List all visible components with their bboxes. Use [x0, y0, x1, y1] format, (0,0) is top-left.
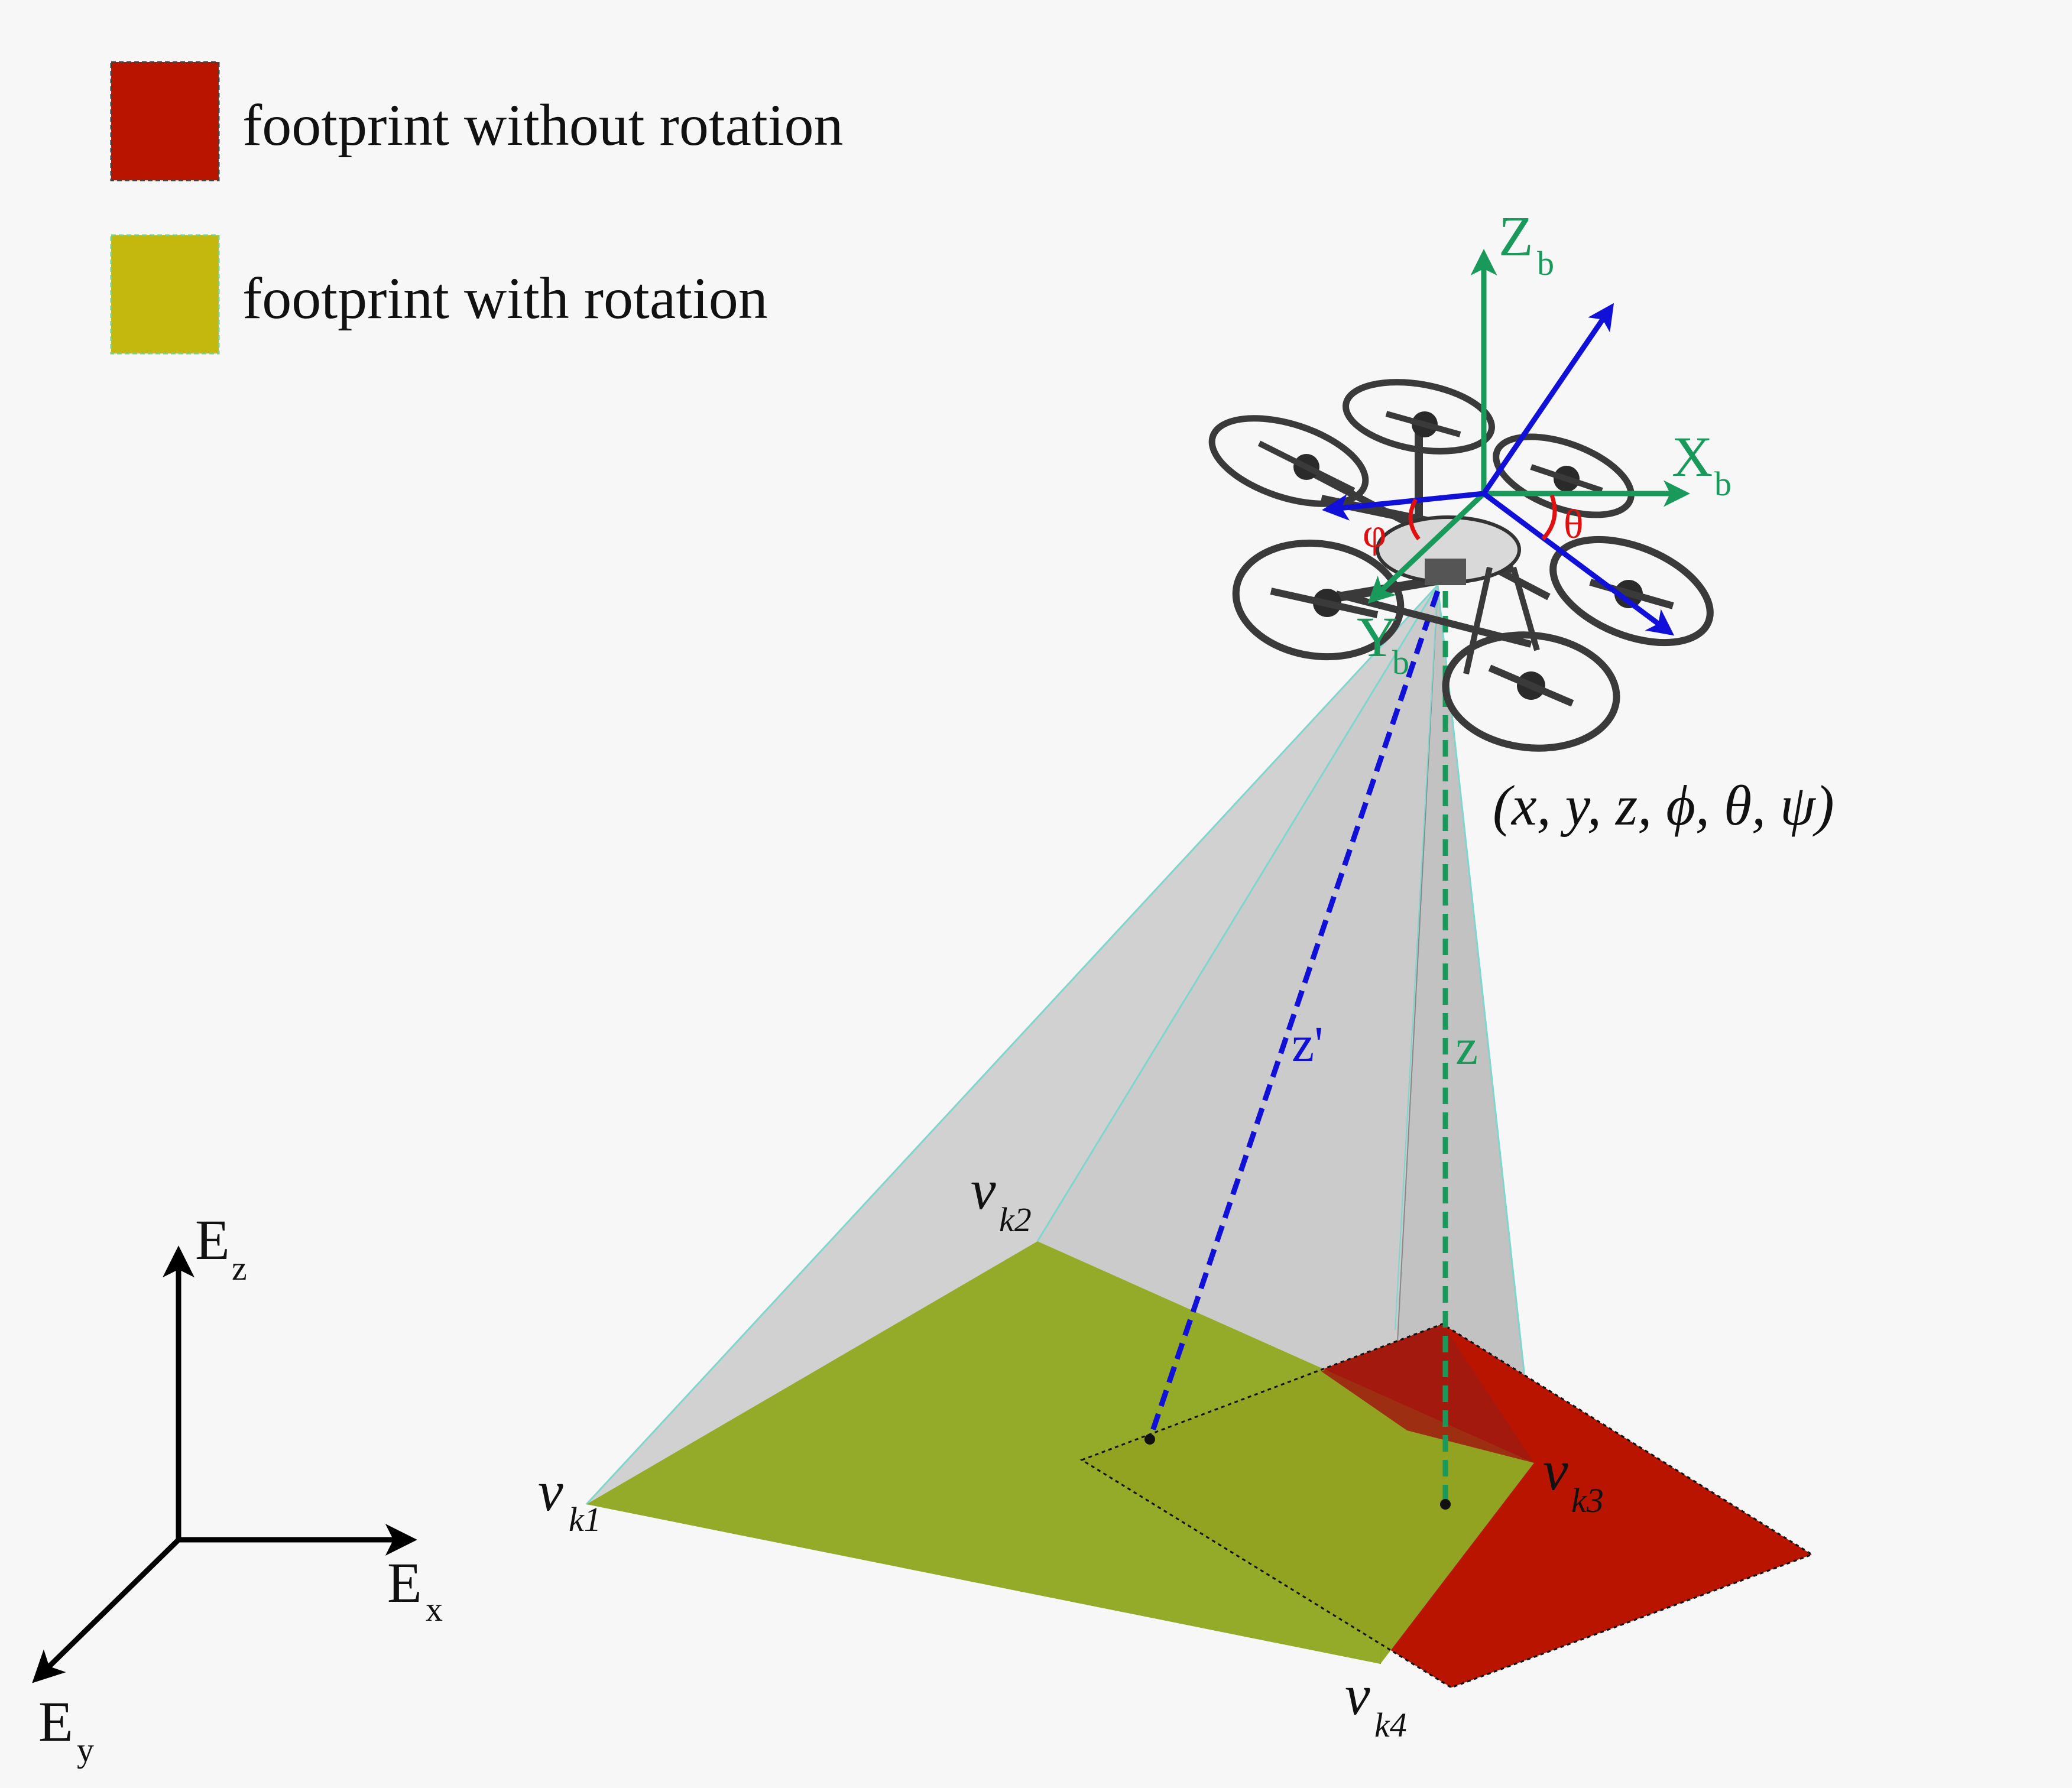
earth-y-label-sub: y — [77, 1731, 94, 1769]
earth-frame-labels: E z E x E y — [38, 1208, 443, 1769]
vertex-k4-sub: k4 — [1374, 1706, 1407, 1744]
altitude-point-vertical — [1440, 1499, 1451, 1510]
legend-swatch-rotated — [110, 234, 220, 355]
roll-arc — [1408, 498, 1421, 541]
footprint-overlap — [1321, 1324, 1534, 1463]
pose-label: (x, y, z, ϕ, θ, ψ) — [1493, 774, 1834, 837]
vertex-k1-sub: k1 — [569, 1500, 601, 1539]
vertex-k3-sub: k3 — [1571, 1481, 1604, 1520]
footprint-unrotated-outline — [1079, 1323, 1814, 1689]
earth-y-axis — [32, 1537, 181, 1683]
legend-label-unrotated: footprint without rotation — [242, 92, 844, 158]
body-frame-labels: Z b X b Y b φ θ — [1357, 205, 1731, 682]
pitch-symbol: θ — [1564, 502, 1584, 547]
vertex-k4: v k4 — [1345, 1663, 1407, 1744]
rotated-z-axis — [1481, 303, 1614, 495]
earth-x-label-base: E — [387, 1551, 422, 1614]
body-frame-axes — [1367, 249, 1690, 604]
rotated-x-axis — [1482, 491, 1675, 636]
body-y-axis — [1367, 491, 1486, 604]
earth-frame-axes — [32, 1245, 417, 1683]
vertex-k4-base: v — [1345, 1663, 1370, 1727]
vertex-k3-base: v — [1543, 1439, 1568, 1502]
body-z-label-sub: b — [1537, 244, 1554, 283]
altitude-line-rotated — [1147, 590, 1441, 1440]
roll-symbol: φ — [1363, 511, 1386, 556]
body-y-label-sub: b — [1392, 643, 1409, 682]
pitch-arc — [1541, 494, 1557, 541]
frustum-edge-k1 — [585, 584, 1439, 1505]
frustum-edge-inner — [1395, 585, 1438, 1331]
vertex-k3: v k3 — [1543, 1439, 1604, 1520]
vertex-k1: v k1 — [538, 1459, 601, 1539]
body-x-label-base: X — [1672, 425, 1713, 488]
altitude-label-vertical: z — [1455, 1018, 1478, 1075]
frustum-edge-k2 — [1036, 585, 1439, 1242]
drone-icon — [1208, 379, 1714, 752]
rotated-y-axis — [1322, 491, 1484, 521]
vertex-k2-sub: k2 — [999, 1200, 1032, 1239]
legend-label-rotated: footprint with rotation — [242, 265, 768, 331]
legend: footprint without rotation footprint wit… — [110, 61, 844, 355]
frustum-edge-k3 — [1437, 585, 1535, 1464]
earth-z-label-base: E — [195, 1208, 230, 1271]
body-y-label-base: Y — [1357, 605, 1397, 669]
rotated-frame-axes — [1322, 303, 1675, 636]
legend-swatch-unrotated — [110, 61, 220, 181]
vertex-k2: v k2 — [971, 1158, 1032, 1239]
altitude-point-rotated — [1144, 1434, 1155, 1445]
vertex-k1-base: v — [538, 1459, 563, 1523]
body-z-label-base: Z — [1499, 205, 1533, 268]
earth-x-label-sub: x — [426, 1590, 443, 1628]
vertex-k2-base: v — [971, 1158, 996, 1221]
altitude-label-rotated: z' — [1292, 1015, 1324, 1072]
earth-z-label-sub: z — [232, 1249, 247, 1287]
body-x-label-sub: b — [1714, 465, 1731, 503]
footprint-rotated — [586, 1241, 1534, 1664]
earth-y-label-base: E — [38, 1690, 73, 1753]
